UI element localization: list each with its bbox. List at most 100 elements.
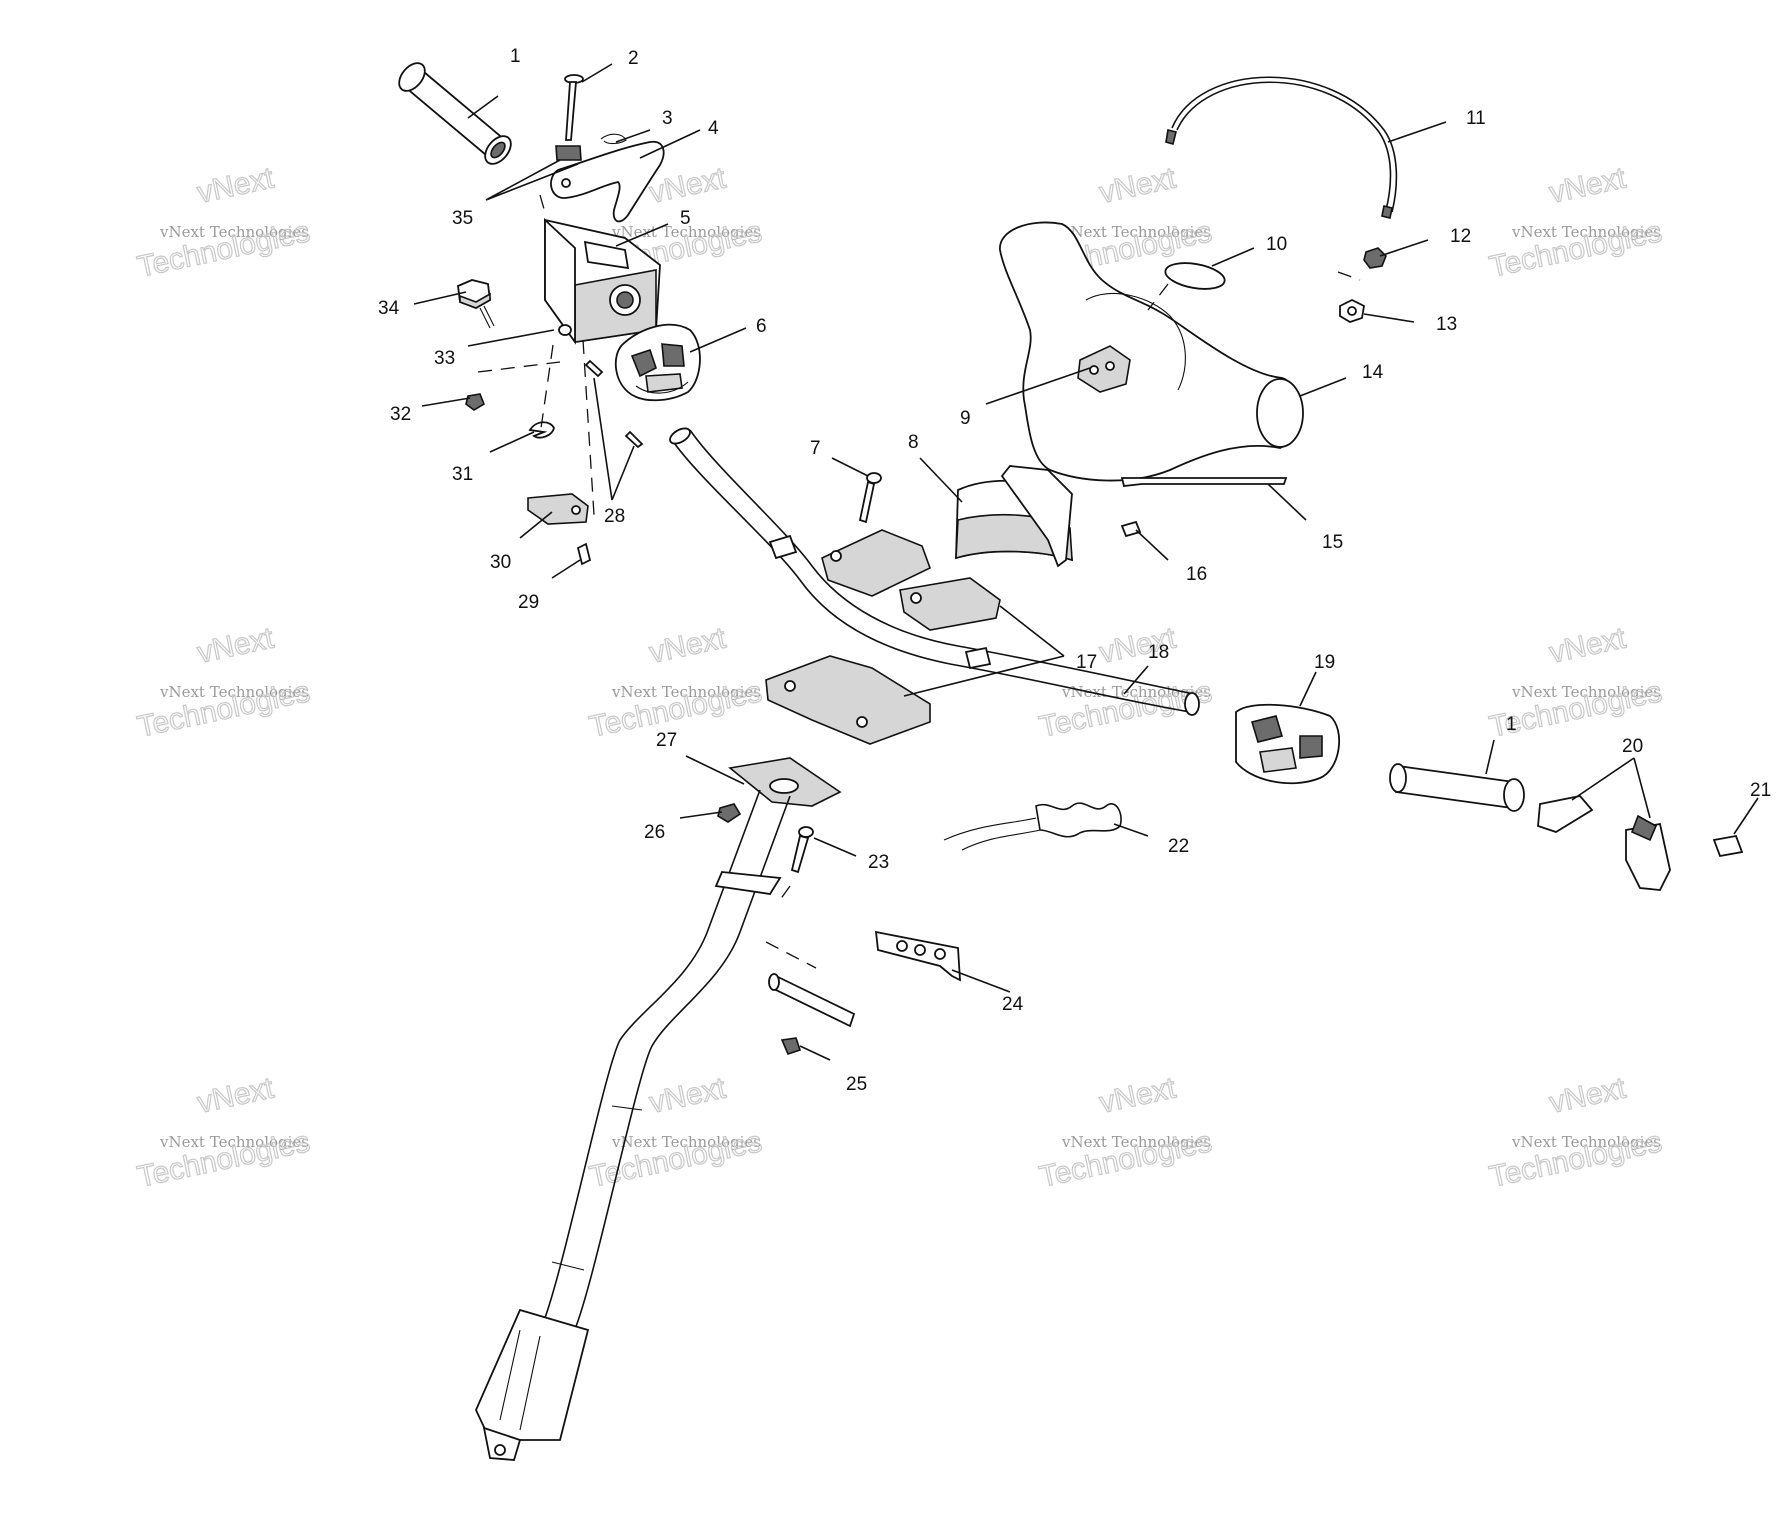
leader-7 [831,457,869,477]
watermark-line1: vNext [1547,161,1630,209]
part-left-grip [398,62,512,165]
part-screws-28 [584,359,644,449]
callout-12: 12 [1450,226,1471,247]
callout-13: 13 [1436,314,1457,335]
callout-26: 26 [644,822,665,843]
callout-8: 8 [908,432,919,453]
callout-9: 9 [960,408,971,429]
leader-22 [1113,823,1149,837]
callout-35: 35 [452,208,473,229]
watermark-line2: vNext Technologies [1511,223,1661,241]
part-pad-strap [1120,477,1288,487]
callout-27: 27 [656,730,677,751]
leader-31 [489,431,535,453]
assembly-line-column [765,941,817,969]
watermark-line2: vNext Technologies [159,683,309,701]
part-instrument-cup [955,465,1074,568]
watermark-line1: vNext [195,621,278,669]
leader-35 [485,159,579,201]
leader-8 [919,457,963,503]
leader-29 [551,559,581,579]
watermark-line1: vNext [647,621,730,669]
callout-14: 14 [1362,362,1384,383]
leader-5 [615,223,669,247]
callout-6: 6 [756,316,767,337]
callout-11: 11 [1466,108,1486,129]
leader-21 [1733,797,1759,835]
part-pin [558,324,572,336]
leader-lines [413,63,1759,1061]
watermark-line1: vNext [1097,161,1180,209]
callout-1a: 1 [510,46,521,67]
watermark-line2: vNext Technologies [1511,1133,1661,1151]
callout-21: 21 [1750,780,1771,801]
part-nut-26 [717,803,742,823]
leader-15 [1267,483,1307,521]
callout-25: 25 [846,1074,867,1095]
assembly-line-pad [1147,283,1169,311]
leader-14 [1299,377,1347,397]
part-brake-lever [550,140,665,223]
part-cover-plate [527,493,589,525]
part-bar-end-caps [1537,795,1671,891]
callout-3: 3 [662,108,673,129]
leader-32 [421,397,471,407]
leader-33 [467,329,555,347]
part-right-switch-housing [1235,703,1341,785]
part-switch [457,279,495,329]
part-bolt-7 [858,472,882,524]
assembly-line-left-2 [539,344,554,436]
leader-10 [1211,247,1255,267]
part-steering-column [475,789,791,1461]
leader-2 [581,63,613,83]
watermark-line1: vNext [647,161,730,209]
leader-20 [1571,757,1651,819]
callout-18: 18 [1148,642,1169,663]
callout-22: 22 [1168,836,1189,857]
callout-32: 32 [390,404,411,425]
leader-34 [413,291,467,305]
watermark-line2: vNext Technologies [1511,683,1661,701]
part-cable [1165,76,1398,219]
assembly-line-left-3 [582,339,595,516]
callout-24: 24 [1002,994,1024,1015]
leader-26 [679,811,723,819]
callout-23: 23 [868,852,889,873]
leader-3 [615,129,651,143]
leader-6 [689,327,747,353]
callout-7: 7 [810,438,821,459]
callout-17: 17 [1076,652,1097,673]
part-screw-29 [576,542,592,566]
callout-1b: 1 [1506,714,1517,735]
watermark-line1: vNext [1097,1071,1180,1119]
assembly-line-left-1 [539,194,547,217]
leader-19 [1299,671,1317,707]
part-handlebar-clamps [765,529,1001,745]
leader-11 [1387,121,1447,143]
parts-artwork [398,62,1744,1461]
callout-16: 16 [1186,564,1207,585]
part-clip-ring [528,421,555,439]
callout-5: 5 [680,208,691,229]
part-throttle-housing [614,323,701,402]
leader-13 [1363,313,1415,323]
leader-1b [1485,739,1495,775]
callout-19: 19 [1314,652,1335,673]
part-pivot-bolt [555,74,584,161]
watermark-line1: vNext [1547,1071,1630,1119]
part-bolt-21 [1712,834,1744,858]
leader-25 [799,1045,831,1061]
leader-9 [985,367,1091,405]
part-tube-and-nut [768,973,856,1055]
watermark-line2: vNext Technologies [611,683,761,701]
callout-33: 33 [434,348,455,369]
part-screw-16 [1120,520,1142,538]
leader-17 [903,605,1065,697]
